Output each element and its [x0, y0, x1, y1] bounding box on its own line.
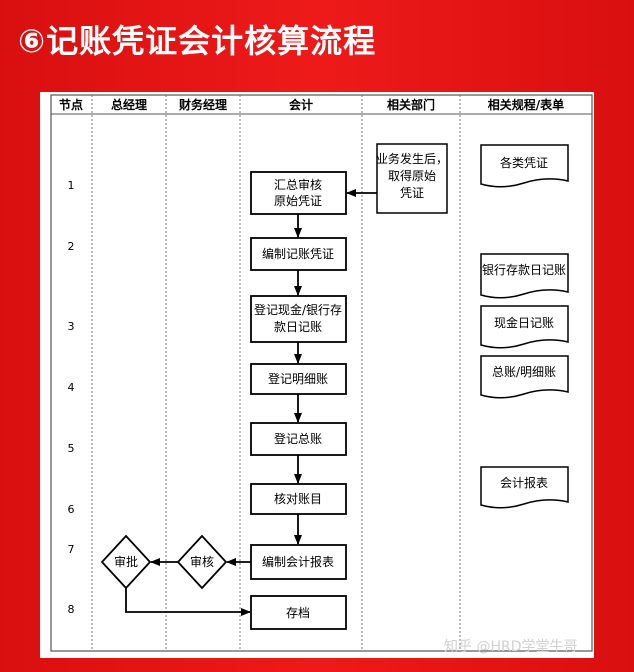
node-number-7: 7 — [68, 543, 75, 556]
decision-review — [176, 534, 228, 590]
watermark: 知乎 @HRD学堂牛哥 — [444, 639, 578, 655]
page-title: ⑥记账凭证会计核算流程 — [18, 22, 377, 60]
dept-box-line-2: 取得原始 — [388, 168, 436, 183]
doc-vouchers — [480, 144, 569, 188]
node-number-3: 3 — [68, 320, 75, 333]
flowchart-svg: 节点 总经理 财务经理 会计 相关部门 相关规程/表单 1 2 3 4 5 6 … — [50, 94, 593, 652]
step-4-label: 登记明细账 — [268, 371, 328, 386]
step-subsidiary-ledger — [250, 363, 347, 395]
step-3-line-2: 款日记账 — [274, 320, 322, 334]
dept-box-line-3: 凭证 — [400, 185, 424, 200]
doc-bank-journal-label: 银行存款日记账 — [482, 263, 566, 277]
dept-box — [376, 143, 448, 214]
doc-cash-journal — [480, 305, 569, 349]
column-dividers — [91, 95, 461, 651]
node-number-4: 4 — [68, 381, 75, 394]
header-finance-manager: 财务经理 — [178, 97, 227, 112]
step-7-label: 编制会计报表 — [262, 554, 334, 569]
header-accountant: 会计 — [289, 97, 313, 112]
decision-approve-label: 审批 — [114, 554, 138, 569]
step-5-label: 登记总账 — [274, 431, 322, 446]
node-number-5: 5 — [68, 442, 75, 455]
step-6-label: 核对账目 — [274, 492, 322, 506]
doc-ledgers — [480, 355, 569, 399]
arrow-approve-to-archive — [125, 588, 251, 616]
doc-financial-report — [480, 466, 569, 509]
step-2-label: 编制记账凭证 — [262, 246, 334, 261]
doc-financial-report-label: 会计报表 — [500, 475, 548, 490]
doc-ledgers-label: 总账/明细账 — [492, 365, 556, 379]
step-1-line-2: 原始凭证 — [274, 193, 322, 208]
step-general-ledger — [250, 422, 347, 456]
table-border — [50, 94, 593, 652]
header-dept: 相关部门 — [387, 97, 435, 112]
node-number-8: 8 — [68, 603, 75, 616]
flowchart-sheet: 节点 总经理 财务经理 会计 相关部门 相关规程/表单 1 2 3 4 5 6 … — [40, 92, 594, 658]
header-forms: 相关规程/表单 — [488, 97, 564, 112]
step-8-label: 存档 — [286, 606, 310, 620]
node-number-1: 1 — [68, 179, 75, 192]
doc-bank-journal — [480, 253, 569, 299]
step-prepare-voucher — [250, 237, 347, 271]
doc-vouchers-label: 各类凭证 — [500, 155, 548, 170]
step-financial-report — [250, 544, 347, 580]
dept-box-line-1: 业务发生后， — [376, 151, 448, 166]
step-archive — [250, 595, 347, 630]
header-node: 节点 — [59, 97, 83, 112]
header-gm: 总经理 — [111, 97, 147, 112]
decision-review-label: 审核 — [190, 554, 214, 569]
step-1-line-1: 汇总审核 — [274, 177, 322, 192]
step-3-line-1: 登记现金/银行存 — [254, 302, 342, 317]
doc-cash-journal-label: 现金日记账 — [494, 315, 554, 330]
step-reconcile — [250, 483, 347, 515]
node-number-6: 6 — [68, 503, 75, 516]
node-number-2: 2 — [68, 240, 75, 253]
